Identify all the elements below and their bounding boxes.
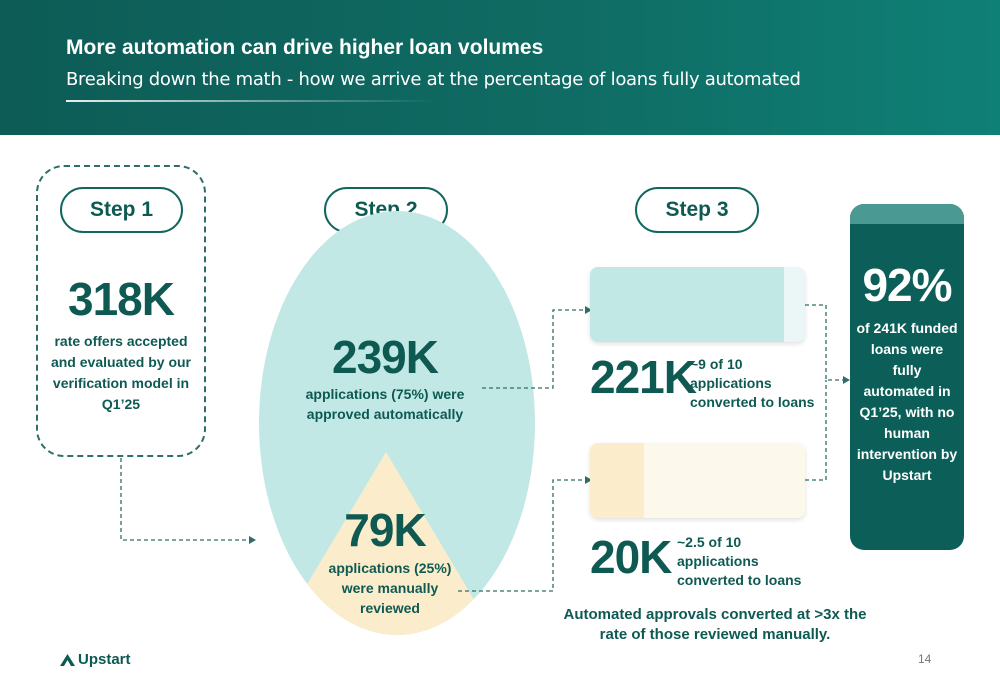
arrow-manual bbox=[585, 476, 592, 484]
connector-bottom-result bbox=[805, 380, 827, 481]
step-3-pill: Step 3 bbox=[635, 187, 759, 233]
header-banner: More automation can drive higher loan vo… bbox=[0, 0, 1000, 135]
page-subtitle: Breaking down the math - how we arrive a… bbox=[66, 69, 801, 90]
step-1-description: rate offers accepted and evaluated by ou… bbox=[50, 333, 192, 412]
step-1-box bbox=[36, 165, 206, 457]
title-divider bbox=[66, 100, 436, 102]
arrow-automatic bbox=[585, 306, 592, 314]
applications-ellipse bbox=[259, 211, 535, 635]
step-1-value: 318K bbox=[68, 273, 175, 325]
result-box-cap bbox=[850, 204, 964, 224]
result-box bbox=[850, 204, 964, 550]
connector-top-result bbox=[805, 304, 844, 381]
arrow-result bbox=[843, 376, 850, 384]
connector-automatic bbox=[482, 309, 586, 389]
arrow-step1 bbox=[249, 536, 256, 544]
step-2-manual-value: 79K bbox=[344, 504, 426, 556]
page-number: 14 bbox=[918, 652, 932, 666]
result-description: of 241K funded loans were fully automate… bbox=[856, 320, 958, 483]
step-1-pill: Step 1 bbox=[60, 187, 183, 233]
step-3-manual-value: 20K bbox=[590, 531, 672, 583]
conclusion-text: Automated approvals converted at >3x the… bbox=[563, 606, 867, 643]
step-3-manual-description: ~2.5 of 10 applications converted to loa… bbox=[677, 534, 802, 588]
logo-text: Upstart bbox=[78, 651, 131, 668]
upstart-logo-icon bbox=[60, 653, 75, 666]
automatic-conversion-bar bbox=[590, 267, 805, 342]
manual-conversion-bar bbox=[590, 443, 805, 518]
upstart-logo: Upstart bbox=[60, 651, 131, 668]
step-2-automatic-value: 239K bbox=[332, 331, 439, 383]
automatic-conversion-fill bbox=[590, 267, 784, 342]
page-title: More automation can drive higher loan vo… bbox=[66, 36, 544, 59]
manual-conversion-fill bbox=[590, 443, 644, 518]
step-2-manual-description: applications (25%) were manually reviewe… bbox=[328, 560, 452, 616]
connector-manual bbox=[458, 479, 586, 592]
result-value: 92% bbox=[862, 259, 952, 311]
connector-step1 bbox=[120, 458, 250, 541]
step-2-automatic-description: applications (75%) were approved automat… bbox=[305, 386, 465, 422]
step-3-automatic-description: ~9 of 10 applications converted to loans bbox=[690, 356, 815, 410]
step-3-automatic-value: 221K bbox=[590, 351, 697, 403]
